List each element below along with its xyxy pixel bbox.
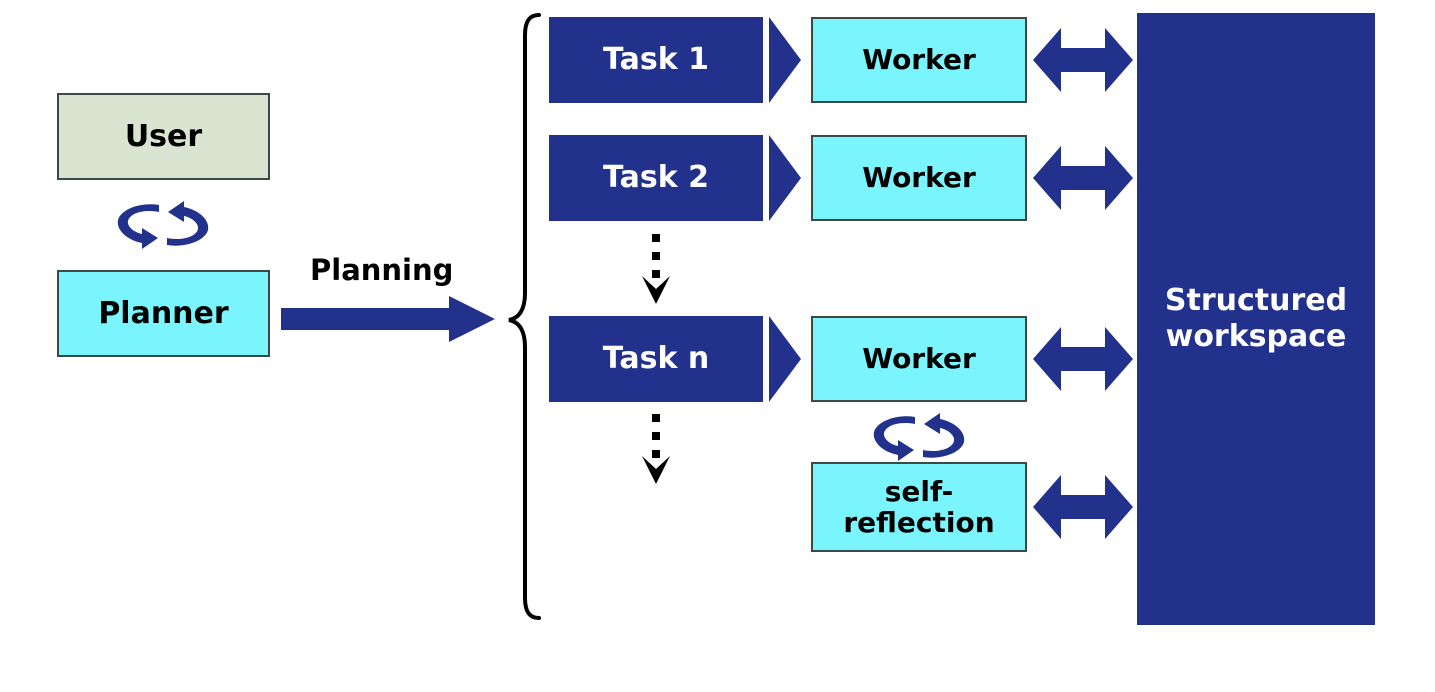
task-box-1[interactable]: Task 1 [549,17,763,103]
planner-box-label: Planner [98,295,229,331]
triangle-arrow-right-icon-n [769,316,801,402]
planning-label: Planning [310,253,454,287]
self-reflection-label-line2: reflection [843,506,995,539]
structured-workspace-label-line2: workspace [1165,319,1347,354]
structured-workspace-box[interactable]: Structured workspace [1137,13,1375,625]
bidirectional-arrow-icon-2 [1033,146,1133,210]
bidirectional-arrow-icon-self-reflection [1033,475,1133,539]
worker-box-1[interactable]: Worker [811,17,1027,103]
user-box-label: User [124,118,203,154]
task-box-1-label: Task 1 [603,42,709,78]
self-reflection-label-line1: self- [884,474,954,508]
self-reflection-box[interactable]: self- reflection [811,462,1027,552]
worker-box-n-label: Worker [862,342,976,376]
dotted-down-arrow-upper-icon [640,232,672,304]
structured-workspace-label-line1: Structured [1164,283,1348,318]
dotted-down-arrow-lower-icon [640,412,672,484]
self-reflection-cycle-arrows-icon [869,412,969,462]
bidirectional-arrow-icon-1 [1033,28,1133,92]
worker-box-2-label: Worker [862,161,976,195]
worker-box-2[interactable]: Worker [811,135,1027,221]
triangle-arrow-right-icon-2 [769,135,801,221]
planning-arrow-right-icon [281,296,497,342]
cycle-arrows-icon [113,200,213,250]
task-box-n[interactable]: Task n [549,316,763,402]
user-box[interactable]: User [57,93,270,180]
task-box-n-label: Task n [602,341,710,377]
task-box-2-label: Task 2 [603,160,709,196]
triangle-arrow-right-icon-1 [769,17,801,103]
task-box-2[interactable]: Task 2 [549,135,763,221]
bidirectional-arrow-icon-n [1033,327,1133,391]
worker-box-n[interactable]: Worker [811,316,1027,402]
worker-box-1-label: Worker [862,43,976,77]
planner-box[interactable]: Planner [57,270,270,357]
left-curly-brace-icon [503,8,545,624]
